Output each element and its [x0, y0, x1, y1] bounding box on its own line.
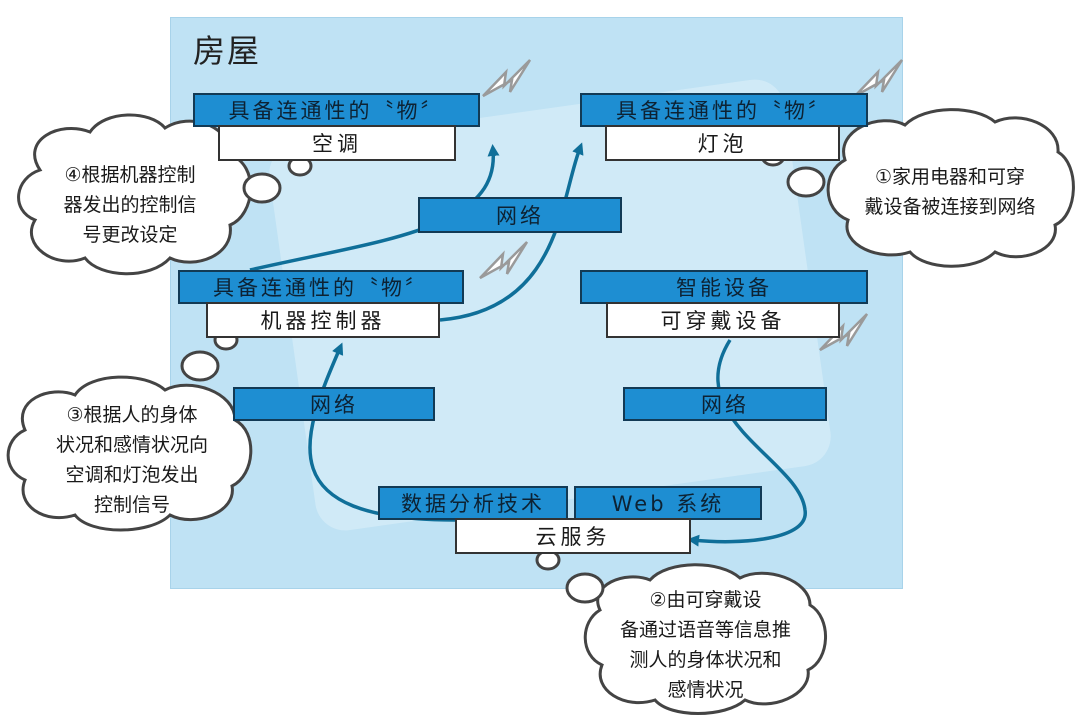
lightning-icon — [479, 241, 529, 280]
bubble-3-text: ③根据人的身体 状况和感情状况向 空调和灯泡发出 控制信号 — [22, 400, 242, 520]
bubble-2-text: ②由可穿戴设 备通过语音等信息推 测人的身体状况和 感情状况 — [598, 585, 813, 705]
thing-label-wearable: 可穿戴设备 — [606, 302, 840, 338]
network-left: 网络 — [233, 387, 435, 421]
cloud-service-label: 云服务 — [455, 518, 691, 554]
thought-bubble-icon — [6, 108, 1075, 715]
bubble-3-line: 空调和灯泡发出 — [65, 464, 199, 486]
thing-label-bulb: 灯泡 — [605, 125, 840, 161]
bubble-2-line: 备通过语音等信息推 — [619, 619, 791, 641]
bubble-1-line: 戴设备被连接到网络 — [864, 196, 1036, 218]
bubble-4-line: ④根据机器控制 — [64, 164, 196, 186]
bubble-2-line: ②由可穿戴设 — [649, 589, 762, 611]
bubble-4-line: 号更改设定 — [82, 224, 178, 246]
bubble-4-line: 器发出的控制信 — [63, 194, 197, 216]
network-center: 网络 — [418, 197, 622, 233]
lightning-icon — [482, 59, 532, 98]
lightning-icon — [819, 313, 869, 352]
bubble-2-line: 感情状况 — [667, 679, 744, 701]
bubble-3-line: ③根据人的身体 — [66, 404, 198, 426]
thing-header-controller: 具备连通性的〝物〞 — [178, 270, 464, 304]
thing-label-ac: 空调 — [218, 125, 456, 161]
thing-label-controller: 机器控制器 — [206, 302, 440, 338]
bubble-4-text: ④根据机器控制 器发出的控制信 号更改设定 — [30, 160, 230, 250]
cloud-tech-label: 数据分析技术 — [378, 486, 568, 520]
house-title: 房屋 — [193, 32, 262, 70]
cloud-web-label: Web 系统 — [574, 486, 762, 520]
bubble-1-text: ①家用电器和可穿 戴设备被连接到网络 — [835, 162, 1065, 222]
bubble-2-line: 测人的身体状况和 — [629, 649, 782, 671]
network-right: 网络 — [623, 387, 827, 421]
bubble-1-line: ①家用电器和可穿 — [874, 166, 1026, 188]
bubble-3-line: 控制信号 — [93, 494, 170, 516]
thing-header-ac: 具备连通性的〝物〞 — [193, 93, 480, 127]
thing-header-wearable: 智能设备 — [580, 270, 868, 304]
lightning-icon — [854, 59, 904, 98]
bubble-3-line: 状况和感情状况向 — [55, 434, 208, 456]
thing-header-bulb: 具备连通性的〝物〞 — [580, 93, 868, 127]
arrow-controller-to-bulb — [439, 142, 584, 322]
